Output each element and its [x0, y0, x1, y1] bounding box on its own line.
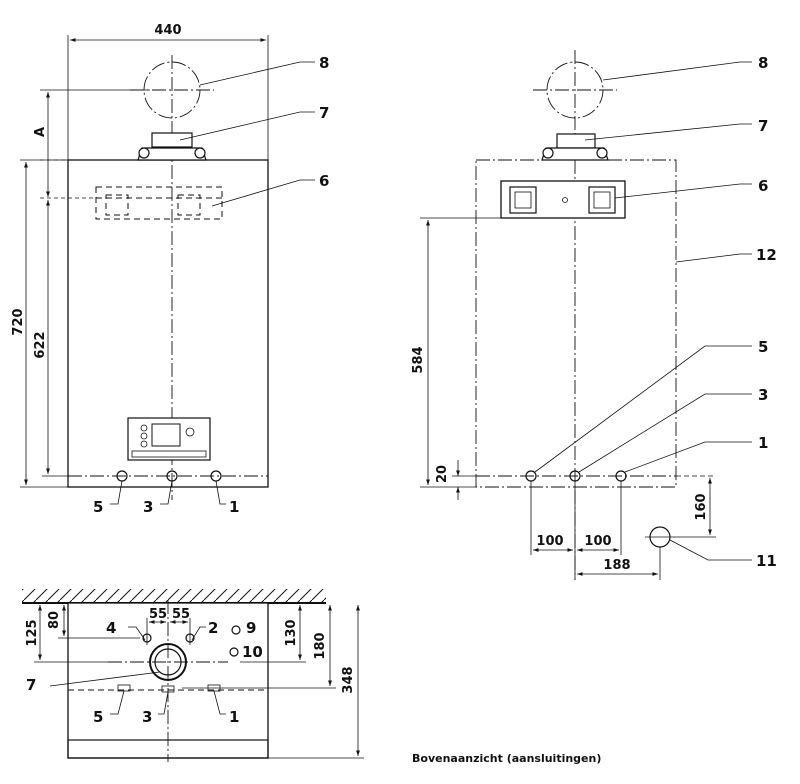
- front-callout-5: 5: [93, 498, 103, 516]
- side-height-dim: 584: [411, 346, 426, 373]
- side-offset-left: 100: [536, 534, 563, 549]
- front-mount-dim: 622: [33, 331, 48, 358]
- top-depth-348: 348: [341, 666, 356, 693]
- side-callout-11: 11: [756, 552, 777, 570]
- front-callout-6: 6: [319, 172, 329, 190]
- top-callout-1: 1: [229, 708, 239, 726]
- side-drop-dim: 160: [694, 493, 709, 520]
- top-callout-4: 4: [106, 619, 116, 637]
- side-flue-adapter-7: [541, 133, 609, 161]
- top-flue-7: [149, 643, 187, 681]
- top-depth-125: 125: [25, 619, 40, 646]
- top-spacing-right: 55: [172, 607, 190, 622]
- top-callout-5: 5: [93, 708, 103, 726]
- top-callout-7: 7: [26, 676, 36, 694]
- side-offset-right: 100: [584, 534, 611, 549]
- front-callout-8: 8: [319, 54, 329, 72]
- top-view: 55 55 125 80 130 180 348 4 2 9 10 7 5 3 …: [22, 589, 601, 765]
- front-callout-1: 1: [229, 498, 239, 516]
- side-callout-1: 1: [758, 434, 768, 452]
- front-flue-adapter-7: [137, 132, 207, 161]
- top-connection-9: [231, 625, 241, 635]
- side-callout-3: 3: [758, 386, 768, 404]
- wall-hatching: [22, 589, 326, 603]
- front-height-dim: 720: [11, 308, 26, 335]
- side-view: 584 20 100 100 188 160 8 7 6 12 5: [411, 50, 777, 580]
- side-callout-5: 5: [758, 338, 768, 356]
- side-callout-8: 8: [758, 54, 768, 72]
- front-view: 440 A 720 622 8 7 6 5 3 1: [11, 23, 329, 516]
- top-connection-10: [229, 647, 239, 657]
- top-depth-130: 130: [284, 619, 299, 646]
- front-control-panel: [127, 417, 211, 461]
- front-callout-7: 7: [319, 104, 329, 122]
- top-spacing-left: 55: [149, 607, 167, 622]
- top-callout-9: 9: [246, 619, 256, 637]
- side-callout-7: 7: [758, 117, 768, 135]
- top-depth-180: 180: [313, 632, 328, 659]
- top-callout-2: 2: [208, 619, 218, 637]
- side-mounting-rail-6: [500, 180, 626, 219]
- top-view-caption: Bovenaanzicht (aansluitingen): [412, 752, 601, 765]
- side-callout-6: 6: [758, 177, 768, 195]
- top-callout-3: 3: [142, 708, 152, 726]
- top-depth-80: 80: [47, 611, 62, 629]
- front-flue-dim: A: [33, 127, 48, 137]
- top-callout-10: 10: [242, 643, 263, 661]
- front-callout-3: 3: [143, 498, 153, 516]
- side-bottom-dim: 20: [435, 465, 450, 483]
- side-offset-wide: 188: [603, 558, 630, 573]
- front-width-dim: 440: [154, 23, 181, 38]
- side-callout-12: 12: [756, 246, 777, 264]
